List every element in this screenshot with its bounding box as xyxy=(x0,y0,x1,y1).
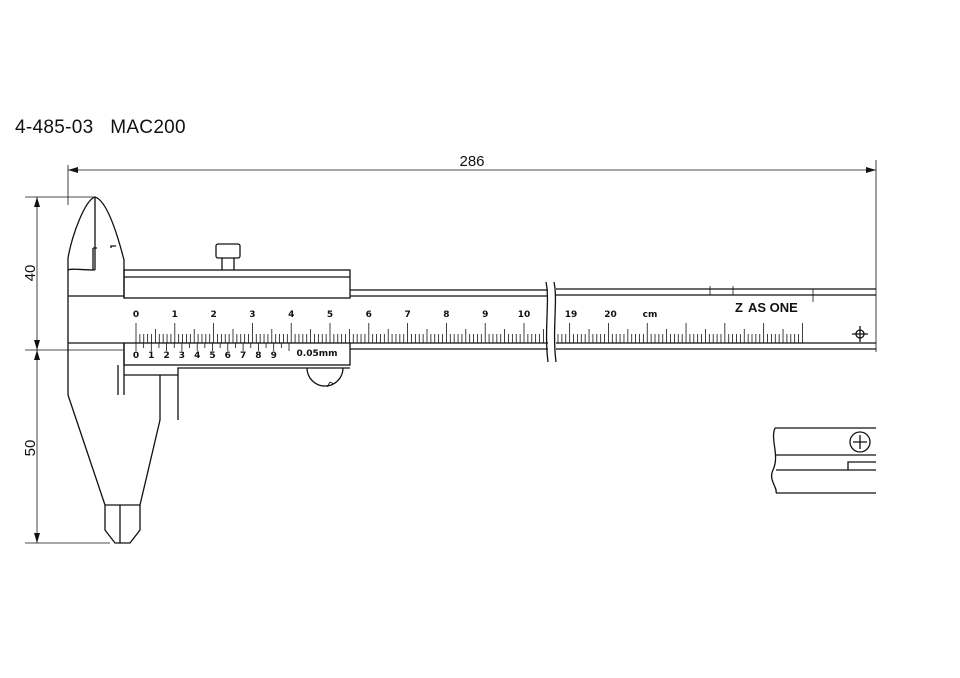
thumb-roller xyxy=(306,367,344,387)
vernier-resolution: 0.05mm xyxy=(297,349,338,359)
main-scale-label: 7 xyxy=(404,310,410,320)
main-scale-label: cm xyxy=(643,310,658,320)
crosshair-icon xyxy=(852,326,868,342)
main-scale-label: 2 xyxy=(210,310,216,320)
logo-mark: Z xyxy=(735,300,743,315)
main-scale-label: 9 xyxy=(482,310,488,320)
main-scale-ticks xyxy=(135,323,803,343)
lower-jaw-dimension: 50 xyxy=(22,440,39,457)
main-scale-label: 10 xyxy=(518,310,531,320)
main-beam xyxy=(350,281,876,363)
jaw-dimensions: 40 50 xyxy=(22,196,123,544)
screw-head-icon xyxy=(849,431,871,453)
fixed-jaw xyxy=(67,196,161,544)
main-scale-label: 20 xyxy=(604,310,617,320)
main-scale-label: 5 xyxy=(327,310,333,320)
detail-inset xyxy=(770,427,876,494)
main-scale-labels: 0 1 2 3 4 5 6 7 8 9 10 19 20 cm xyxy=(133,310,657,320)
logo-text: AS ONE xyxy=(748,300,798,315)
upper-jaw-dimension: 40 xyxy=(22,265,39,282)
vernier-scale-label: 3 xyxy=(179,351,185,361)
vernier-scale-label: 0 xyxy=(133,351,139,361)
main-scale-label: 8 xyxy=(443,310,449,320)
slider xyxy=(123,243,351,420)
lock-screw xyxy=(215,243,241,259)
vernier-scale-label: 1 xyxy=(148,351,154,361)
drawing-title: 4-485-03 MAC200 xyxy=(15,117,186,138)
main-scale-label: 19 xyxy=(565,310,578,320)
vernier-scale-label: 7 xyxy=(240,351,246,361)
vernier-scale-label: 4 xyxy=(194,351,200,361)
vernier-scale-label: 5 xyxy=(209,351,215,361)
main-scale-label: 0 xyxy=(133,310,139,320)
vernier-scale-label: 6 xyxy=(225,351,231,361)
vernier-scale-ticks xyxy=(135,343,290,351)
main-scale-label: 1 xyxy=(172,310,178,320)
main-scale-label: 6 xyxy=(366,310,372,320)
vernier-scale-label: 2 xyxy=(163,351,169,361)
vernier-scale-label: 9 xyxy=(271,351,277,361)
brand-logo: Z AS ONE xyxy=(735,300,798,315)
overall-dimension: 2 8 6 xyxy=(67,153,877,352)
main-scale-label: 3 xyxy=(249,310,255,320)
main-scale-label: 4 xyxy=(288,310,294,320)
vernier-scale-label: 8 xyxy=(255,351,261,361)
overall-length-label: 286 xyxy=(459,153,484,170)
